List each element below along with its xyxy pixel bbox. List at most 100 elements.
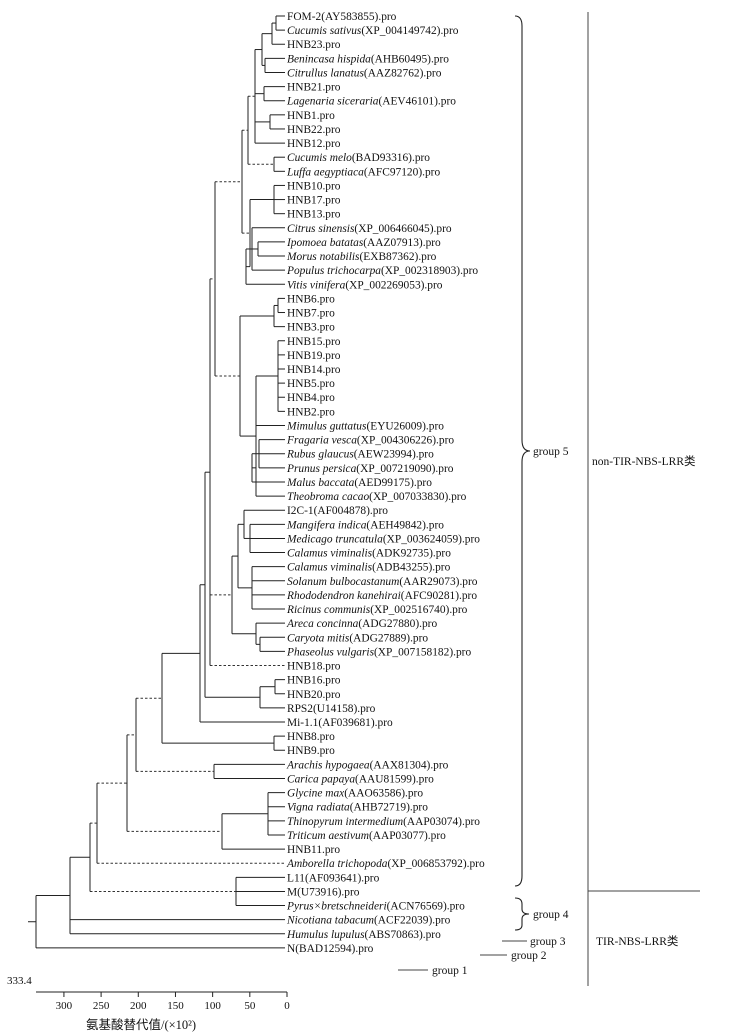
leaf-accession: (ABS70863).pro — [365, 929, 442, 941]
leaf-accession: (XP_006853792).pro — [388, 858, 485, 870]
leaf-name: Ipomoea batatas — [286, 237, 364, 249]
leaf-label: Rubus glaucus(AEW23994).pro — [286, 449, 434, 461]
group5-label: group 5 — [533, 446, 569, 458]
leaf-name: Rhododendron kanehirai — [286, 590, 401, 602]
leaf-name: Morus notabilis — [286, 251, 360, 263]
leaf-accession: (AAP03074).pro — [403, 816, 480, 828]
leaf-accession: (AHB60495).pro — [371, 53, 449, 65]
leaf-label: N(BAD12594).pro — [287, 943, 374, 955]
leaf-name: Citrus sinensis — [287, 223, 355, 235]
leaf-accession: (AAZ07913).pro — [363, 237, 441, 249]
group4-brace — [514, 897, 530, 931]
leaf-accession: (BAD12594).pro — [295, 943, 373, 955]
leaf-name: HNB21.pro — [287, 82, 341, 94]
leaf-label: Prunus persica(XP_007219090).pro — [286, 463, 454, 475]
leaf-name: Malus baccata — [286, 477, 355, 489]
leaf-label: Vigna radiata(AHB72719).pro — [287, 802, 428, 814]
leaf-accession: (AY583855).pro — [321, 11, 396, 23]
axis-tick-label: 200 — [130, 1000, 147, 1012]
leaf-accession: (AEV46101).pro — [378, 96, 456, 108]
leaf-accession: (XP_003624059).pro — [383, 533, 480, 545]
leaf-label: Carica papaya(AAU81599).pro — [287, 773, 434, 785]
leaf-label: Calamus viminalis(ADK92735).pro — [287, 548, 451, 560]
leaf-name: Citrullus lanatus — [287, 67, 364, 79]
axis-tick-label: 150 — [167, 1000, 184, 1012]
leaf-label: Mi-1.1(AF039681).pro — [287, 717, 393, 729]
group2-label: group 2 — [511, 950, 547, 962]
leaf-label: HNB21.pro — [287, 82, 341, 94]
leaf-name: I2C-1 — [287, 505, 314, 517]
leaf-name: Arachis hypogaea — [286, 759, 370, 771]
leaf-name: HNB4.pro — [287, 392, 335, 404]
leaf-label: Mimulus guttatus(EYU26009).pro — [286, 420, 444, 432]
leaf-label: HNB4.pro — [287, 392, 335, 404]
leaf-name: HNB5.pro — [287, 378, 335, 390]
leaf-name: Vigna radiata — [287, 802, 350, 814]
leaf-label: Fragaria vesca(XP_004306226).pro — [286, 435, 454, 447]
leaf-label: Cucumis sativus(XP_004149742).pro — [287, 25, 459, 37]
leaf-label: Morus notabilis(EXB87362).pro — [286, 251, 437, 263]
leaf-label: Benincasa hispida(AHB60495).pro — [287, 53, 449, 65]
leaf-label: Triticum aestivum(AAP03077).pro — [287, 830, 446, 842]
leaf-name: Areca concinna — [286, 618, 359, 630]
leaf-name: Vitis vinifera — [287, 279, 346, 291]
leaf-label: Nicotiana tabacum(ACF22039).pro — [286, 915, 451, 927]
leaf-label: Glycine max(AAO63586).pro — [287, 788, 423, 800]
tree-branches — [28, 15, 285, 949]
leaf-label: HNB23.pro — [287, 39, 341, 51]
leaf-label: L11(AF093641).pro — [287, 872, 380, 884]
leaf-accession: (ADK92735).pro — [372, 548, 451, 560]
leaf-accession: (ADG27889).pro — [349, 632, 428, 644]
leaf-name: HNB23.pro — [287, 39, 341, 51]
leaf-name: HNB16.pro — [287, 675, 341, 687]
leaf-name: Populus trichocarpa — [286, 265, 381, 277]
leaf-label: Lagenaria siceraria(AEV46101).pro — [286, 96, 456, 108]
group1-label: group 1 — [432, 965, 468, 977]
leaf-name: Mimulus guttatus — [286, 420, 367, 432]
leaf-name: HNB20.pro — [287, 689, 341, 701]
leaf-label: M(U73916).pro — [287, 886, 360, 898]
leaf-label: RPS2(U14158).pro — [287, 703, 376, 715]
leaf-name: HNB1.pro — [287, 110, 335, 122]
leaf-name: RPS2 — [287, 703, 313, 715]
leaf-name: L11 — [287, 872, 305, 884]
leaf-name: HNB13.pro — [287, 209, 341, 221]
leaf-name: Cucumis sativus — [287, 25, 362, 37]
leaf-name: HNB11.pro — [287, 844, 340, 856]
leaf-accession: (XP_002269053).pro — [345, 279, 442, 291]
leaf-label: HNB17.pro — [287, 195, 341, 207]
leaf-label: Pyrus×bretschneideri(ACN76569).pro — [286, 901, 465, 913]
leaf-name: HNB15.pro — [287, 336, 341, 348]
leaf-label: Phaseolus vulgaris(XP_007158182).pro — [286, 646, 471, 658]
leaf-label: I2C-1(AF004878).pro — [287, 505, 388, 517]
leaf-label: Amborella trichopoda(XP_006853792).pro — [286, 858, 485, 870]
leaf-label: HNB22.pro — [287, 124, 341, 136]
leaf-name: Lagenaria siceraria — [286, 96, 379, 108]
leaf-label: HNB16.pro — [287, 675, 341, 687]
leaf-label: HNB11.pro — [287, 844, 340, 856]
axis-tick-label: 300 — [56, 1000, 73, 1012]
leaf-name: Carica papaya — [287, 773, 355, 785]
leaf-accession: (ADB43255).pro — [372, 562, 450, 574]
leaf-name: HNB3.pro — [287, 322, 335, 334]
leaf-accession: (XP_007158182).pro — [374, 646, 471, 658]
leaf-label: Vitis vinifera(XP_002269053).pro — [287, 279, 443, 291]
leaf-label: HNB19.pro — [287, 350, 341, 362]
leaf-name: HNB10.pro — [287, 180, 341, 192]
leaf-accession: (ADG27880).pro — [358, 618, 437, 630]
leaf-label: HNB1.pro — [287, 110, 335, 122]
leaf-label: HNB8.pro — [287, 731, 335, 743]
leaf-label: HNB5.pro — [287, 378, 335, 390]
leaf-name: Pyrus×bretschneideri — [286, 901, 387, 913]
leaf-label: Cucumis melo(BAD93316).pro — [287, 152, 430, 164]
leaf-accession: (XP_002516740).pro — [370, 604, 467, 616]
leaf-label: HNB3.pro — [287, 322, 335, 334]
leaf-name: Humulus lupulus — [286, 929, 365, 941]
axis-label: 氨基酸替代值/(×10²) — [86, 1017, 196, 1032]
leaf-accession: (AAP03077).pro — [369, 830, 446, 842]
leaf-name: HNB2.pro — [287, 406, 335, 418]
leaf-accession: (AAX81304).pro — [370, 759, 449, 771]
leaf-name: Mangifera indica — [286, 519, 367, 531]
leaf-accession: (XP_002318903).pro — [381, 265, 478, 277]
